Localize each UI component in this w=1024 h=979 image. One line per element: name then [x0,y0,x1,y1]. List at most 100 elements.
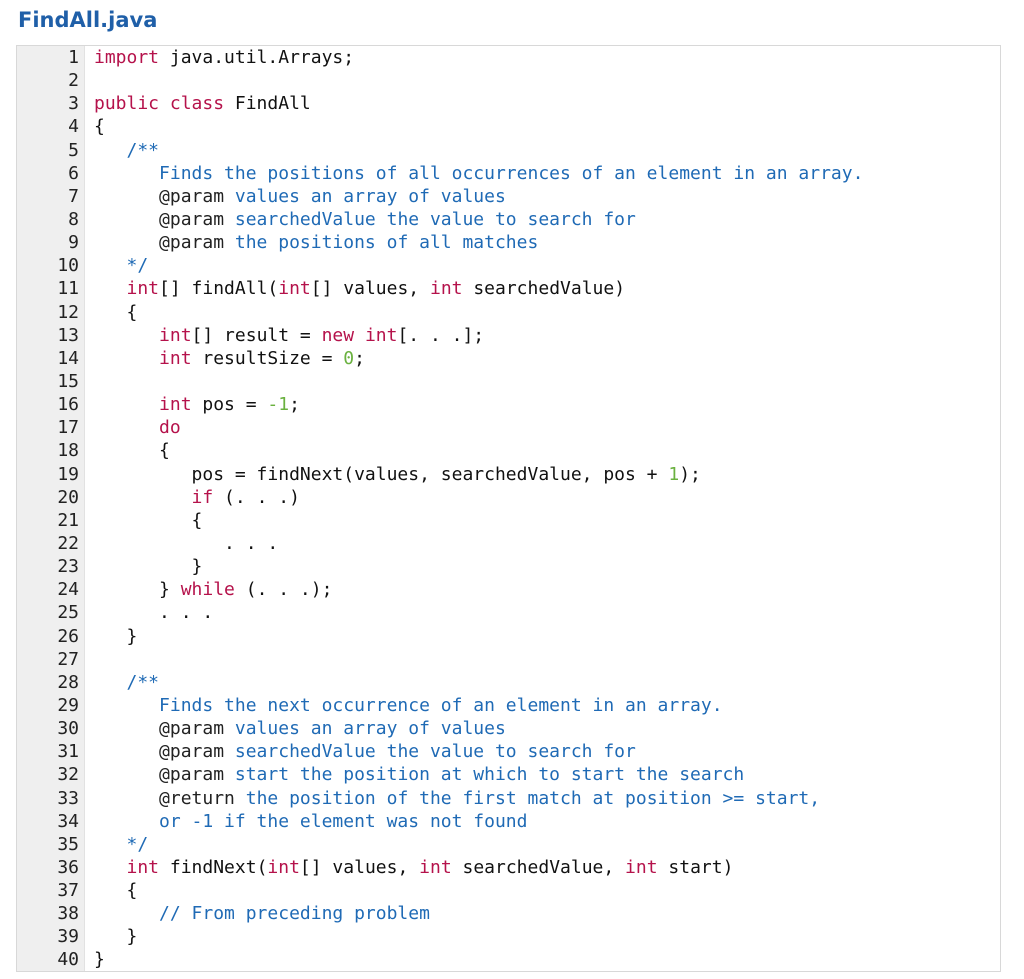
code-token-tag: @param [94,208,225,230]
code-line: 21 { [17,509,1000,532]
code-token-cm: the position of the first match at posit… [234,787,821,809]
code-token-pl: ; [354,347,365,369]
code-token-kw: do [94,417,181,439]
line-text: . . . [94,601,213,624]
code-token-pl: [] values, [299,856,420,878]
line-number: 7 [68,185,79,207]
line-text: */ [94,833,149,856]
line-text: import java.util.Arrays; [94,46,354,69]
line-text: Finds the next occurrence of an element … [94,694,723,717]
line-number: 38 [57,903,79,925]
code-token-cm: Finds the next occurrence of an element … [94,694,723,716]
line-text: public class FindAll [94,92,311,115]
code-token-kw: int [94,324,192,346]
line-number: 31 [57,741,79,763]
code-token-pl: pos = [191,394,268,416]
code-token-pl: . . . [94,602,214,624]
code-line: 30 @param values an array of values [17,717,1000,740]
code-line: 22 . . . [17,532,1000,555]
code-line: 23 } [17,555,1000,578]
line-number: 13 [57,324,79,346]
code-line: 25 . . . [17,601,1000,624]
code-line: 26 } [17,625,1000,648]
code-line: 39 } [17,925,1000,948]
line-text: // From preceding problem [94,902,430,925]
code-line: 4{ [17,115,1000,138]
code-line: 12 { [17,301,1000,324]
code-token-kw: int [278,278,311,300]
code-token-kw: int [625,856,658,878]
line-number: 39 [57,926,79,948]
code-token-cm: the positions of all matches [224,232,539,254]
code-token-pl: { [94,440,170,462]
code-token-pl: (. . .) [213,486,300,508]
code-line: 33 @return the position of the first mat… [17,787,1000,810]
code-line: 14 int resultSize = 0; [17,347,1000,370]
code-line: 5 /** [17,139,1000,162]
code-token-pl: [] values, [310,278,430,300]
line-number: 15 [57,370,79,392]
line-text: @param searchedValue the value to search… [94,740,636,763]
line-text: @param values an array of values [94,185,506,208]
line-text: { [94,439,170,462]
line-number: 35 [57,833,79,855]
code-line: 35 */ [17,833,1000,856]
line-number: 9 [68,232,79,254]
line-text: { [94,301,138,324]
code-token-tag: @param [94,185,225,207]
code-token-pl: pos = findNext(values, searchedValue, po… [94,463,669,485]
code-token-num: 1 [668,463,680,485]
line-number: 25 [57,602,79,624]
line-text: int resultSize = 0; [94,347,365,370]
line-number: 8 [68,208,79,230]
code-line: 9 @param the positions of all matches [17,231,1000,254]
code-token-pl: { [94,509,203,531]
code-token-kw: int [94,347,192,369]
code-token-pl: ); [679,463,701,485]
code-token-pl: } [94,556,203,578]
line-text: */ [94,254,149,277]
code-line: 28 /** [17,671,1000,694]
code-token-cm: /** [94,139,160,161]
code-token-pl: FindAll [224,93,311,115]
line-number: 4 [68,116,79,138]
code-token-cm: values an array of values [224,185,506,207]
line-number: 23 [57,556,79,578]
code-token-pl: { [94,301,138,323]
line-text: } [94,948,105,971]
code-token-cm: /** [94,671,160,693]
line-text: } [94,625,138,648]
code-line: 34 or -1 if the element was not found [17,810,1000,833]
code-token-pl: [] result = [191,324,322,346]
code-token-tag: @param [94,764,225,786]
line-number: 34 [57,810,79,832]
line-number: 33 [57,787,79,809]
line-number: 29 [57,694,79,716]
code-token-pl: } [94,926,138,948]
code-token-cm: or -1 if the element was not found [94,810,528,832]
code-token-kw: int [94,278,160,300]
code-token-pl: [] findAll( [159,278,279,300]
line-number: 40 [57,949,79,971]
code-token-pl: java.util.Arrays; [159,47,355,68]
code-line: 6 Finds the positions of all occurrences… [17,162,1000,185]
code-line: 31 @param searchedValue the value to sea… [17,740,1000,763]
line-text: do [94,416,181,439]
line-number: 36 [57,856,79,878]
code-line: 15 [17,370,1000,393]
code-line: 32 @param start the position at which to… [17,763,1000,786]
code-token-kw: int [94,856,160,878]
line-text: @return the position of the first match … [94,787,820,810]
code-token-kw: new int [321,324,398,346]
code-line: 40} [17,948,1000,971]
line-number: 21 [57,509,79,531]
line-text: /** [94,671,160,694]
line-number: 10 [57,255,79,277]
code-line: 11 int[] findAll(int[] values, int searc… [17,277,1000,300]
line-text: { [94,509,203,532]
line-number: 24 [57,579,79,601]
line-number: 2 [68,70,79,92]
code-token-pl: { [94,880,138,902]
